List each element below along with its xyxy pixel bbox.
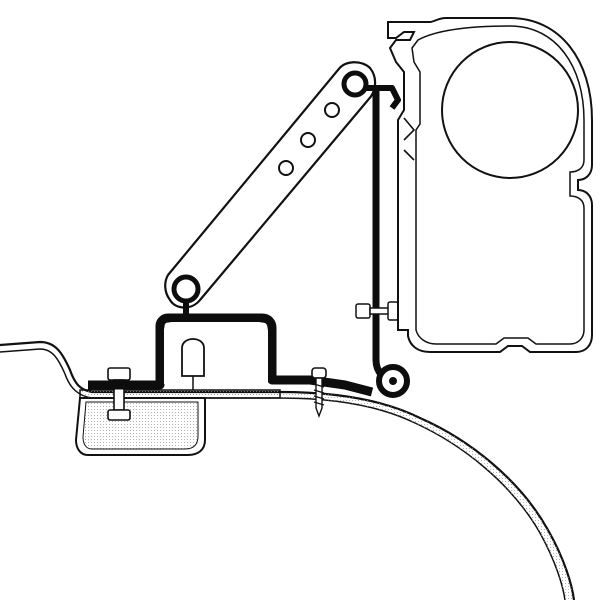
roof-inner-line: [0, 348, 566, 600]
support-arm-outline: [164, 61, 377, 309]
cassette-lip: [403, 117, 416, 161]
arm-hole-upper: [324, 102, 340, 118]
bolt-shape: [107, 367, 131, 421]
screw-shape: [311, 367, 327, 418]
support-arm: [164, 61, 377, 318]
arm-bottom-pivot: [171, 274, 201, 304]
arm-top-pivot: [341, 70, 369, 98]
bolt-nut: [107, 367, 131, 381]
bracket-fitting: [181, 338, 205, 377]
rail-channel-inner: [82, 401, 199, 450]
awning-cassette: [387, 17, 593, 353]
bolt-head: [107, 409, 131, 421]
side-bolt-nut: [387, 301, 399, 321]
rail-channel: [74, 389, 281, 456]
side-bolt-head: [355, 303, 371, 319]
arm-hole-lower: [278, 160, 294, 176]
cassette-inner: [411, 25, 585, 345]
side-bolt: [355, 301, 399, 321]
roller-shape: [441, 41, 579, 179]
vertical-plate-profile: [372, 88, 396, 386]
bracket-base-profile: [88, 313, 374, 397]
plate-lower-pivot-pin: [389, 377, 397, 385]
screw-thread: [313, 377, 325, 418]
arm-hole-middle: [300, 132, 316, 148]
vehicle-body: [0, 340, 576, 600]
rail-top-strip: [79, 389, 281, 399]
vertical-plate: [355, 85, 410, 398]
screw-head: [311, 367, 327, 379]
vertical-plate-hook: [366, 85, 401, 110]
bracket-inner-highlight: [164, 322, 268, 384]
roof-dotted-band: [92, 392, 574, 600]
mount-bracket: [88, 313, 374, 397]
